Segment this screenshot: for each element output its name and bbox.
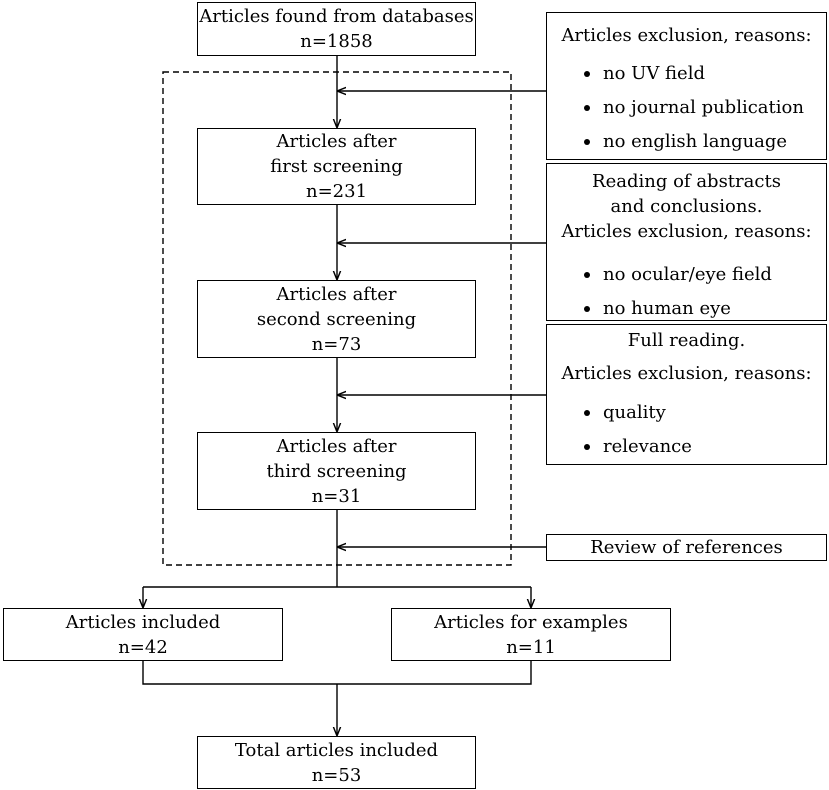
review-of-references-box: Review of references [546, 534, 827, 561]
node-articles-examples: Articles for examples n=11 [391, 608, 671, 661]
node-second-screening: Articles after second screening n=73 [197, 280, 476, 358]
exclusion-reason: no ocular/eye field [547, 262, 826, 287]
node-first-screening: Articles after first screening n=231 [197, 128, 476, 205]
node-first-line: Articles after [276, 131, 397, 152]
node-found-line: Articles found from databases [199, 6, 474, 27]
exclusion-box-third: Full reading. Articles exclusion, reason… [546, 324, 827, 465]
node-third-line: third screening [266, 460, 407, 482]
node-total-line: Total articles included [234, 739, 439, 761]
exclusion-heading: and conclusions. [610, 196, 763, 217]
exclusion-box-second: Reading of abstracts and conclusions. Ar… [546, 163, 827, 321]
node-third-line: n=31 [311, 485, 362, 507]
exclusion-reason: no english language [547, 129, 826, 154]
exclusion-heading: Reading of abstracts [592, 171, 781, 192]
review-of-references-label: Review of references [590, 537, 783, 558]
node-second-line: Articles after [276, 283, 397, 305]
node-second-line: second screening [256, 308, 417, 330]
exclusion-reason: no journal publication [547, 95, 826, 120]
node-second-line: n=73 [311, 333, 362, 355]
exclusion-reason: quality [547, 400, 826, 425]
node-examples-line: Articles for examples [434, 611, 628, 633]
node-third-line: Articles after [276, 435, 397, 457]
node-first-line: first screening [270, 156, 403, 177]
node-third-screening: Articles after third screening n=31 [197, 432, 476, 510]
exclusion-heading: Articles exclusion, reasons: [561, 363, 812, 384]
node-found-line: n=1858 [300, 31, 373, 52]
exclusion-box-first: Articles exclusion, reasons: no UV field… [546, 12, 827, 160]
exclusion-reason: no human eye [547, 296, 826, 321]
exclusion-reason: relevance [547, 434, 826, 459]
line-merge [142, 661, 532, 685]
node-articles-included: Articles included n=42 [3, 608, 283, 661]
node-included-line: Articles included [65, 611, 221, 633]
node-included-line: n=42 [118, 636, 168, 658]
node-total-included: Total articles included n=53 [197, 736, 476, 789]
node-found: Articles found from databases n=1858 [197, 2, 476, 56]
node-first-line: n=231 [305, 181, 368, 202]
exclusion-heading: Full reading. [627, 330, 746, 351]
node-examples-line: n=11 [506, 636, 556, 658]
exclusion-reason: no UV field [547, 61, 826, 86]
exclusion-heading: Articles exclusion, reasons: [561, 25, 812, 46]
node-total-line: n=53 [311, 764, 362, 786]
exclusion-heading: Articles exclusion, reasons: [561, 221, 812, 242]
